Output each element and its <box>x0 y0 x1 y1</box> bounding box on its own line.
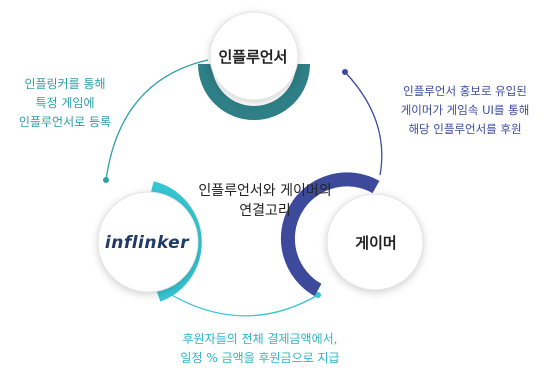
center-title: 인플루언서와 게이머의 연결고리 <box>180 181 350 221</box>
center-title-line: 연결고리 <box>239 203 291 219</box>
annotation-line: 인플루언서로 등록 <box>18 115 112 129</box>
annotation-line: 특정 게임에 <box>35 96 95 110</box>
annotation-right: 인플루언서 홍보로 유입된 게이머가 게임속 UI를 통해 해당 인플루언서를 … <box>385 82 545 139</box>
gamer-arc <box>280 172 380 297</box>
connector-influencer-to-platform <box>105 59 209 181</box>
connector-end-dot-left <box>103 177 109 183</box>
inflinker-logo: inflinker <box>104 233 190 253</box>
connector-end-dot-bottom <box>315 292 321 298</box>
annotation-line: 해당 인플루언서를 후원 <box>408 122 522 136</box>
annotation-left: 인플링커를 통해 특정 게임에 인플루언서로 등록 <box>6 75 124 132</box>
annotation-line: 인플루언서 홍보로 유입된 <box>403 84 527 98</box>
connector-influencer-to-gamer <box>344 71 383 176</box>
influencer-arc <box>198 63 310 120</box>
annotation-line: 인플링커를 통해 <box>24 77 106 91</box>
gamer-node <box>326 193 424 291</box>
influencer-label: 인플루언서 <box>218 48 288 66</box>
connector-platform-to-gamer <box>159 287 319 317</box>
center-title-line: 인플루언서와 게이머의 <box>198 183 332 199</box>
annotation-bottom: 후원자들의 전체 결제금액에서, 일정 % 금액을 후원금으로 지급 <box>140 330 380 368</box>
annotation-line: 게이머가 게임속 UI를 통해 <box>400 103 530 117</box>
annotation-line: 후원자들의 전체 결제금액에서, <box>182 332 338 346</box>
influencer-node <box>209 11 299 101</box>
connector-start-dot-right <box>342 69 348 75</box>
platform-node <box>97 191 199 293</box>
annotation-line: 일정 % 금액을 후원금으로 지급 <box>180 351 340 365</box>
gamer-label: 게이머 <box>355 234 397 252</box>
